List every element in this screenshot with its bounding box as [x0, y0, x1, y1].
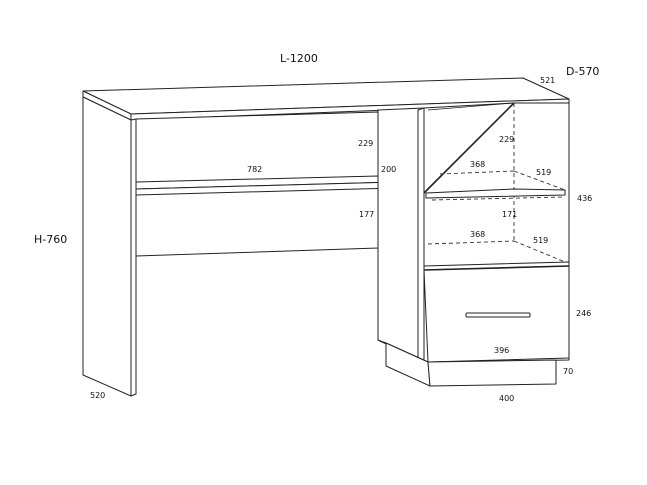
label-upper-opening: 229 — [358, 139, 373, 148]
pedestal-inner-panel-front — [417, 107, 425, 363]
label-drawer-width: 396 — [494, 346, 509, 355]
label-shelf-depth-upper: 368 — [470, 160, 485, 169]
label-middle-gap: 171 — [502, 210, 517, 219]
label-lower-opening: 177 — [359, 210, 374, 219]
left-panel-front — [130, 118, 137, 397]
left-side-panel — [82, 96, 132, 397]
compartment-top-edge — [427, 102, 515, 111]
label-shelf-depth-lower: 368 — [470, 230, 485, 239]
label-plinth-width: 400 — [499, 394, 514, 403]
label-shelf-gap: 200 — [381, 165, 396, 174]
label-upper-opening-right: 229 — [499, 135, 514, 144]
pedestal-inner-panel — [377, 107, 425, 363]
drawer-handle — [465, 312, 531, 318]
label-compartment-height: 436 — [577, 194, 592, 203]
label-depth: D-570 — [566, 65, 599, 78]
label-leg-depth: 520 — [90, 391, 105, 400]
label-length: L-1200 — [280, 52, 318, 65]
label-drawer-height: 246 — [576, 309, 591, 318]
hidden-shelf-lower-side — [513, 240, 566, 263]
plinth-front — [427, 359, 557, 387]
hidden-shelf-mid-back — [431, 196, 566, 201]
compartment-diagonal — [423, 102, 515, 194]
label-shelf-width: 782 — [247, 165, 262, 174]
label-height: H-760 — [34, 233, 67, 246]
hidden-shelf-upper-side — [513, 170, 566, 191]
label-shelf-width-lower: 519 — [533, 236, 548, 245]
middle-shelf — [425, 188, 566, 199]
label-shelf-width-upper: 519 — [536, 168, 551, 177]
label-top-depth: 521 — [540, 76, 555, 85]
hidden-shelf-lower-back — [427, 240, 515, 245]
label-plinth-height: 70 — [563, 367, 573, 376]
drawer-top-edge — [423, 265, 570, 271]
hidden-shelf-upper-back — [439, 170, 515, 175]
